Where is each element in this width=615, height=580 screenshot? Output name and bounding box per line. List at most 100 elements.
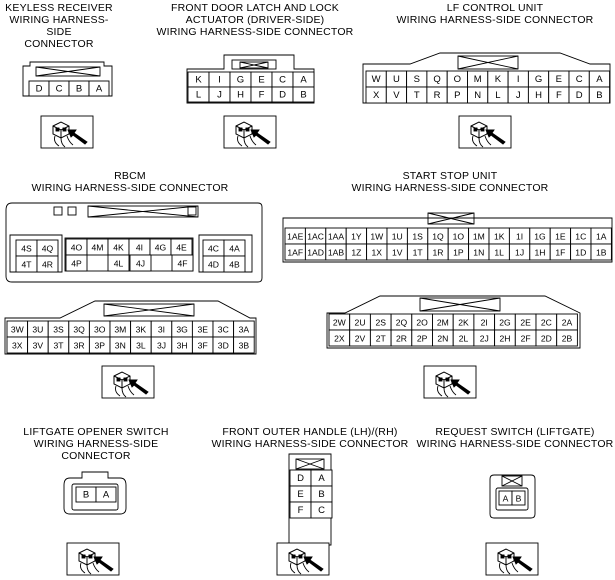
pin-label: U: [393, 74, 400, 85]
pin-b: B: [511, 490, 526, 506]
pin-2q: 2Q: [390, 313, 413, 331]
pin-label: 2P: [417, 334, 428, 344]
housing-line: [231, 59, 277, 70]
pin-label: B: [516, 494, 522, 504]
pin-i: I: [208, 71, 231, 88]
pin-2a: 2A: [556, 313, 578, 331]
pin-label: 4K: [113, 243, 124, 253]
pin-label: A: [596, 74, 603, 85]
housing-line: [35, 66, 101, 77]
pin-2m: 2M: [432, 313, 454, 331]
pin-cell: [588, 86, 611, 104]
pin-3m: 3M: [109, 320, 132, 338]
pin-label: H: [535, 90, 542, 101]
pin-label: A: [103, 490, 110, 501]
pin-label: 2J: [480, 334, 489, 344]
pin-a: A: [498, 490, 513, 506]
pin-1x: 1X: [366, 243, 388, 261]
housing-line: [457, 55, 519, 70]
pin-i: I: [507, 70, 529, 88]
pin-label: 3P: [94, 341, 105, 351]
pin-label: 1A: [596, 232, 607, 242]
pin-label: 3K: [136, 325, 147, 335]
housing-line: [495, 487, 529, 511]
pin-1ae: 1AE: [284, 227, 306, 245]
pin-4t: 4T: [15, 255, 38, 273]
pin-label: 2K: [458, 318, 469, 328]
pin-n: N: [467, 86, 489, 104]
pin-1ac: 1AC: [304, 227, 327, 245]
pin-label: 4E: [176, 243, 187, 253]
pin-label: 2W: [333, 318, 347, 328]
pin-label: G: [535, 74, 542, 85]
pin-label: 2S: [375, 318, 386, 328]
pin-label: 3E: [197, 325, 208, 335]
pin-label: 4A: [229, 244, 240, 254]
pin-x: X: [365, 86, 387, 104]
pin-4k: 4K: [107, 238, 130, 256]
pin-label: 2R: [396, 334, 407, 344]
housing-line: [295, 458, 325, 470]
pin-cell: [511, 490, 526, 506]
pin-4j: 4J: [129, 254, 152, 272]
pin-label: I: [517, 74, 520, 85]
pin-1u: 1U: [386, 227, 408, 245]
housing-line: [53, 206, 63, 216]
pin-label: 3V: [33, 341, 44, 351]
pin-label: 4F: [177, 259, 187, 269]
title-line: WIRING HARNESS-SIDE CONNECTOR: [31, 182, 229, 194]
pin-label: N: [474, 90, 481, 101]
pin-2g: 2G: [494, 313, 516, 331]
pin-label: 1F: [555, 248, 565, 258]
pin-label: 3G: [176, 325, 188, 335]
pin-1e: 1E: [549, 227, 572, 245]
pin-4q: 4Q: [36, 239, 59, 257]
pin-label: 2G: [499, 318, 511, 328]
title-request-switch: REQUEST SWITCH (LIFTGATE) WIRING HARNESS…: [415, 426, 615, 450]
housing-line: [282, 217, 613, 263]
pin-label: O: [454, 74, 461, 85]
title-start-stop: START STOP UNIT WIRING HARNESS-SIDE CONN…: [345, 170, 555, 194]
pin-label: F: [556, 90, 562, 101]
pin-label: 3U: [32, 325, 43, 335]
title-line: WIRING HARNESS-SIDE: [9, 14, 109, 38]
view-direction-icon: [423, 365, 477, 399]
pin-4a: 4A: [223, 239, 246, 257]
housing-line: [419, 297, 501, 312]
pin-label: A: [96, 84, 103, 95]
pin-d: D: [568, 86, 590, 104]
pin-4r: 4R: [36, 255, 59, 273]
pin-label: B: [83, 490, 89, 501]
pin-label: 1S: [412, 232, 423, 242]
pin-2f: 2F: [514, 329, 537, 347]
pin-3k: 3K: [130, 320, 152, 338]
pin-1ad: 1AD: [304, 243, 327, 261]
pin-1f: 1F: [549, 243, 572, 261]
pin-label: 3W: [11, 325, 25, 335]
pin-1i: 1I: [508, 227, 531, 245]
housing-line: [239, 61, 269, 69]
pin-f: F: [289, 501, 312, 519]
pin-label: K: [195, 75, 202, 86]
connector-housings: [4, 52, 613, 576]
pin-label: B: [76, 84, 82, 95]
pin-label: G: [237, 75, 244, 86]
view-direction-icon: [66, 542, 120, 576]
pin-label: 3A: [239, 325, 250, 335]
pin-label: 4J: [136, 259, 145, 269]
pin-label: 2N: [437, 334, 448, 344]
pin-1g: 1G: [529, 227, 551, 245]
pin-3t: 3T: [47, 336, 70, 354]
pin-e: E: [250, 71, 273, 88]
pin-label: 1G: [534, 232, 546, 242]
pin-3e: 3E: [191, 320, 214, 338]
pin-label: 1V: [392, 248, 403, 258]
pin-label: 1Q: [432, 232, 444, 242]
title-line: LF CONTROL UNIT: [446, 2, 544, 14]
pin-2l: 2L: [452, 329, 475, 347]
pin-label: A: [300, 75, 307, 86]
housing-line: [198, 234, 253, 273]
pin-label: 2E: [520, 318, 531, 328]
pin-3q: 3Q: [68, 320, 90, 338]
pin-2r: 2R: [390, 329, 413, 347]
